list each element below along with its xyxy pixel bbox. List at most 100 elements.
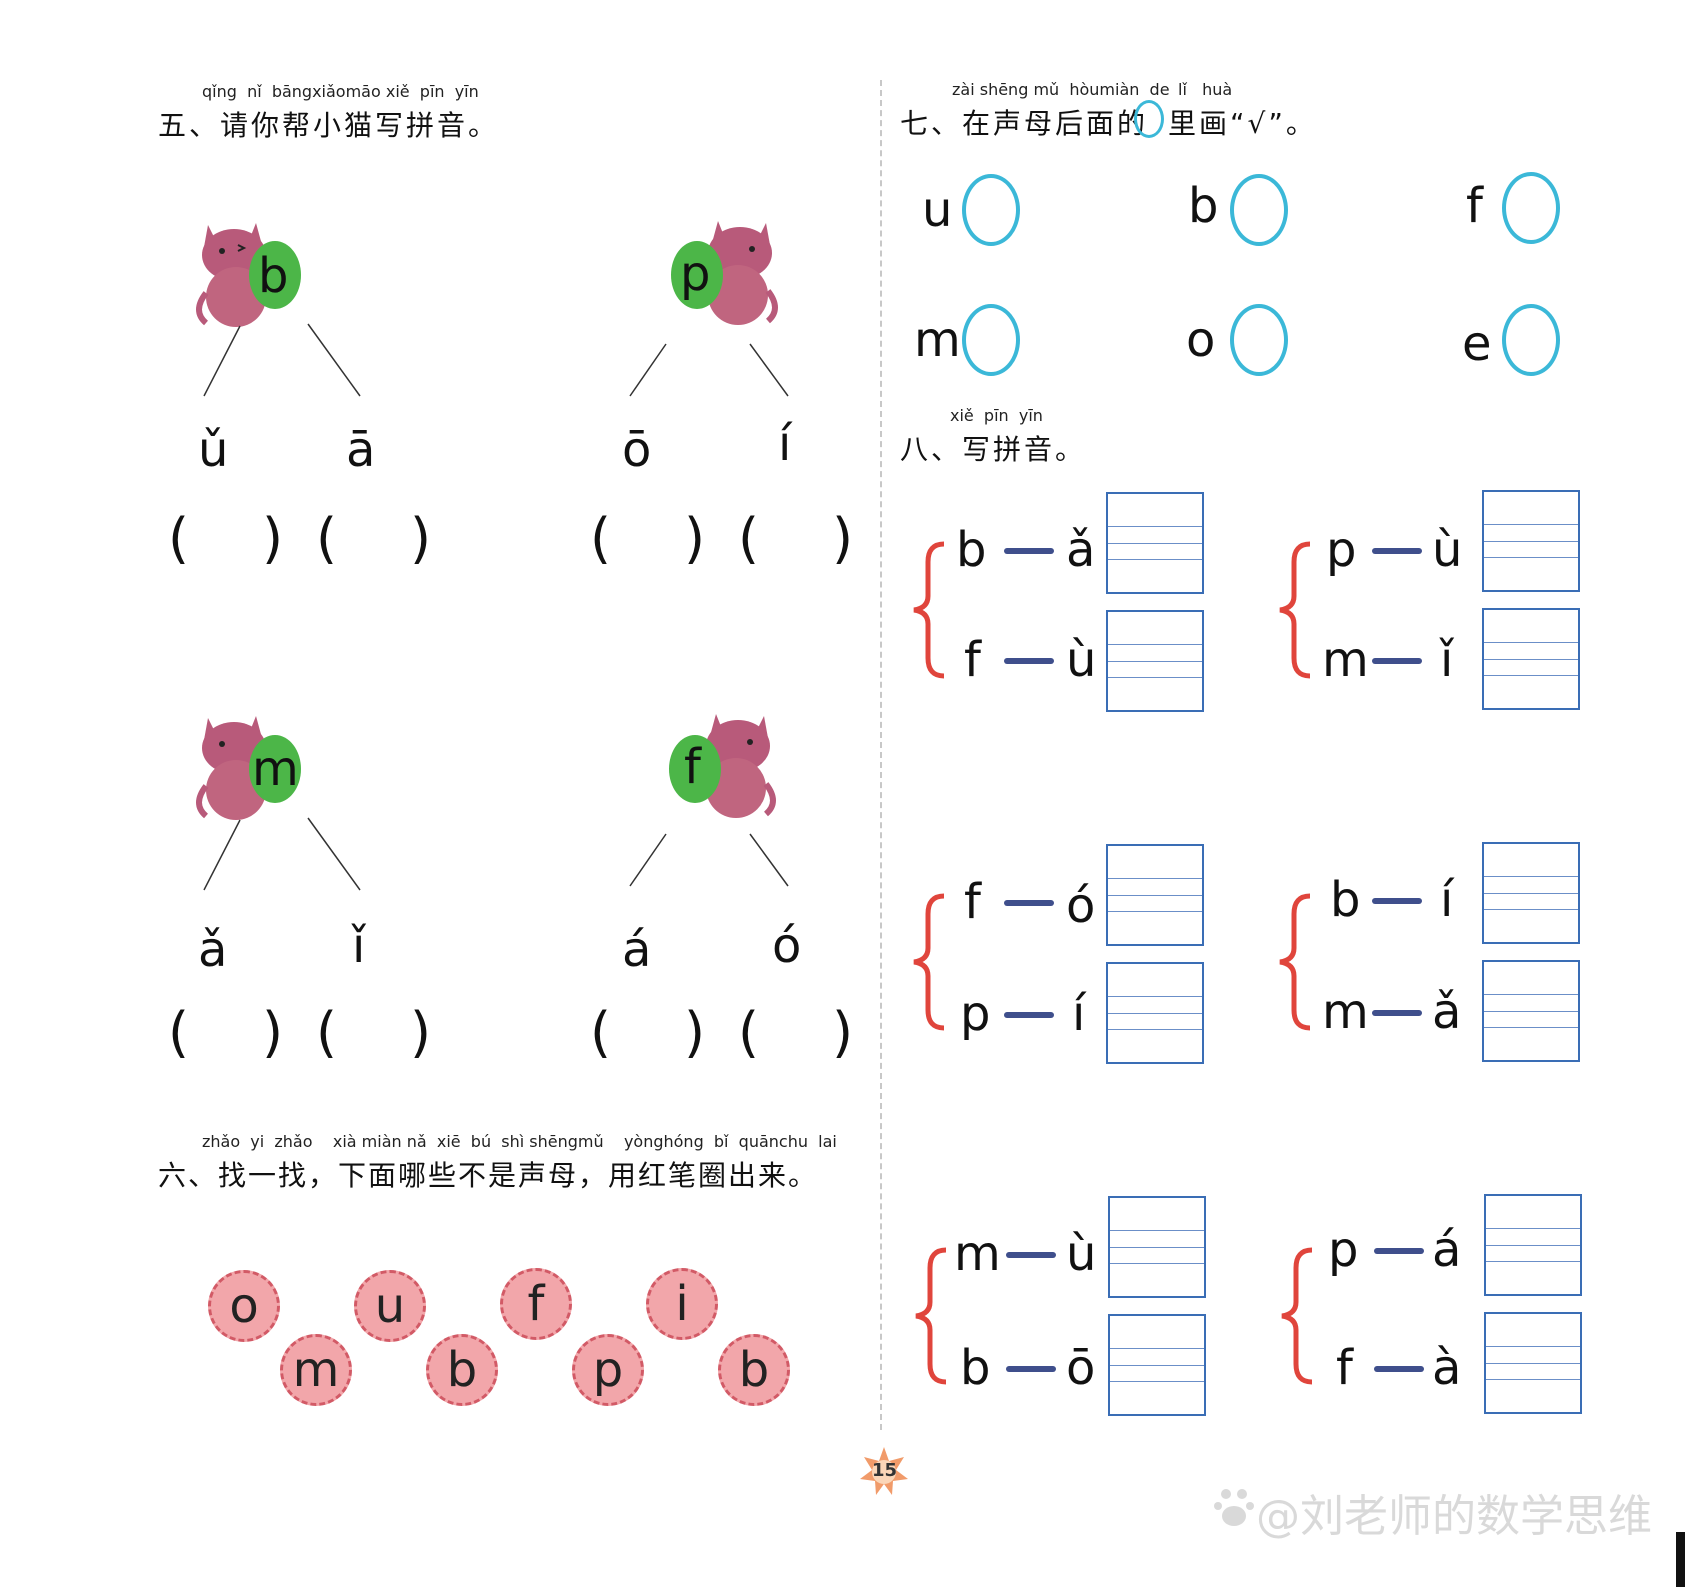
answer-paren-open: (	[168, 1001, 190, 1064]
connector-dash	[1004, 900, 1054, 906]
initial: f	[964, 874, 981, 930]
section8-title: 八、写拼音。	[900, 433, 1087, 466]
branch-lines	[629, 343, 789, 397]
letter-bead[interactable]: i	[646, 1268, 718, 1340]
green-ball-icon	[669, 735, 721, 803]
final: ǐ	[1440, 632, 1454, 688]
initial: m	[1322, 632, 1369, 688]
answer-paren-open: (	[316, 1001, 338, 1064]
initial: b	[1330, 872, 1361, 928]
writing-box[interactable]	[1106, 492, 1204, 594]
writing-box[interactable]	[1108, 1314, 1206, 1416]
red-brace-icon	[1279, 893, 1311, 1031]
letter-bead[interactable]: b	[718, 1334, 790, 1406]
letter-bead[interactable]: f	[500, 1268, 572, 1340]
final-right: í	[778, 416, 792, 472]
letter-o: o	[1186, 312, 1216, 368]
initial: p	[1326, 522, 1357, 578]
writing-box[interactable]	[1106, 844, 1204, 946]
letter-bead[interactable]: b	[426, 1334, 498, 1406]
section5-title: 五、请你帮小猫写拼音。	[158, 109, 500, 142]
check-circle[interactable]	[962, 304, 1020, 376]
section6-pinyin: zhǎo yi zhǎo xià miàn nǎ xiē bú shì shēn…	[202, 1132, 837, 1151]
writing-box[interactable]	[1484, 1194, 1582, 1296]
letter-bead[interactable]: o	[208, 1270, 280, 1342]
final-right: ǐ	[352, 918, 366, 974]
connector-dash	[1006, 1252, 1056, 1258]
branch-lines	[203, 323, 361, 397]
red-brace-icon	[913, 893, 945, 1031]
connector-dash	[1372, 898, 1422, 904]
final: ó	[1066, 878, 1096, 934]
green-ball-icon	[671, 241, 723, 309]
inline-circle-icon	[1134, 100, 1164, 138]
branch-lines	[203, 817, 361, 891]
answer-paren-close: )	[410, 1001, 432, 1064]
letter-e: e	[1462, 316, 1492, 372]
cat-holding-ball-icon	[708, 221, 778, 325]
connector-dash	[1374, 1366, 1424, 1372]
writing-box[interactable]	[1106, 610, 1204, 712]
initial: m	[954, 1226, 1001, 1282]
watermark-text: @刘老师的数学思维	[1256, 1491, 1652, 1542]
final-right: ó	[772, 918, 802, 974]
final: ù	[1432, 522, 1463, 578]
letter-bead[interactable]: u	[354, 1270, 426, 1342]
page-number: 15	[872, 1460, 898, 1481]
check-circle[interactable]	[1502, 304, 1560, 376]
connector-dash	[1004, 1012, 1054, 1018]
writing-box[interactable]	[1482, 490, 1580, 592]
connector-dash	[1004, 548, 1054, 554]
check-circle[interactable]	[1230, 174, 1288, 246]
answer-paren-close: )	[684, 507, 706, 570]
connector-dash	[1372, 1010, 1422, 1016]
final: à	[1432, 1340, 1462, 1396]
edge-bar	[1676, 1532, 1685, 1587]
red-brace-icon	[915, 1247, 947, 1385]
letter-bead[interactable]: p	[572, 1334, 644, 1406]
answer-paren-close: )	[832, 507, 854, 570]
initial: b	[960, 1340, 991, 1396]
cat-letter: f	[684, 739, 701, 795]
check-circle[interactable]	[1230, 304, 1288, 376]
page-divider	[880, 80, 882, 1430]
initial: p	[960, 986, 991, 1042]
red-brace-icon	[913, 541, 945, 679]
writing-box[interactable]	[1482, 608, 1580, 710]
writing-box[interactable]	[1482, 960, 1580, 1062]
letter-m: m	[914, 312, 961, 368]
section5-pinyin: qǐng nǐ bāngxiǎomāo xiě pīn yīn	[202, 82, 479, 101]
section7-title-a: 七、在声母后面的	[900, 107, 1149, 140]
initial: b	[956, 522, 987, 578]
answer-paren-close: )	[832, 1001, 854, 1064]
star-badge-icon	[860, 1447, 908, 1495]
final: á	[1432, 1222, 1462, 1278]
check-circle[interactable]	[962, 174, 1020, 246]
writing-box[interactable]	[1108, 1196, 1206, 1298]
red-brace-icon	[1281, 1247, 1313, 1385]
cat-letter: p	[680, 246, 711, 302]
check-circle[interactable]	[1502, 172, 1560, 244]
final: ǎ	[1066, 522, 1096, 578]
writing-box[interactable]	[1106, 962, 1204, 1064]
connector-dash	[1372, 548, 1422, 554]
connector-dash	[1372, 658, 1422, 664]
writing-box[interactable]	[1484, 1312, 1582, 1414]
final-left: ǎ	[198, 922, 228, 978]
letter-bead[interactable]: m	[280, 1334, 352, 1406]
answer-paren-close: )	[262, 507, 284, 570]
final: ō	[1066, 1340, 1096, 1396]
final-left: ō	[622, 422, 652, 478]
answer-paren-open: (	[590, 1001, 612, 1064]
letter-u: u	[922, 182, 953, 238]
writing-box[interactable]	[1482, 842, 1580, 944]
initial: p	[1328, 1222, 1359, 1278]
final-right: ā	[346, 422, 376, 478]
initial: f	[964, 632, 981, 688]
cat-letter: b	[258, 248, 289, 304]
answer-paren-open: (	[738, 1001, 760, 1064]
final: í	[1072, 986, 1086, 1042]
green-ball-icon	[249, 241, 301, 309]
section7-pinyin: zài shēng mǔ hòumiàn de	[952, 80, 1170, 99]
final: ù	[1066, 1226, 1097, 1282]
